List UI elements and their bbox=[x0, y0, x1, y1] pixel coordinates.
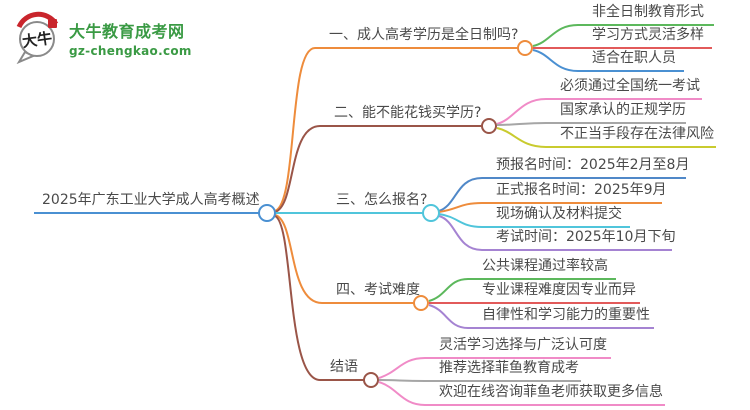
link-child-3-2 bbox=[438, 202, 483, 213]
logo-bubble-icon: 大牛 bbox=[12, 10, 64, 65]
link-branch-4 bbox=[274, 214, 323, 304]
link-child-3-4 bbox=[438, 215, 483, 251]
node-handle-branch-1[interactable] bbox=[517, 40, 533, 56]
logo-badge-text: 大牛 bbox=[21, 29, 53, 51]
site-logo[interactable]: 大牛 大牛教育成考网 gz-chengkao.com bbox=[12, 10, 192, 65]
link-child-2-3 bbox=[496, 127, 547, 148]
node-handle-branch-5[interactable] bbox=[363, 372, 379, 388]
link-child-3-3 bbox=[438, 213, 483, 228]
branch-node-5[interactable]: 结语 bbox=[320, 357, 364, 381]
branch-node-4[interactable]: 四、考试难度 bbox=[322, 280, 420, 304]
link-child-4-1 bbox=[428, 278, 469, 302]
child-node-2-3[interactable]: 不正当手段存在法律风险 bbox=[546, 124, 716, 148]
link-child-1-3 bbox=[532, 49, 579, 72]
logo-bubble-graphic: 大牛 bbox=[16, 11, 59, 65]
child-node-5-2[interactable]: 推荐选择菲鱼教育成考 bbox=[425, 358, 581, 382]
link-child-2-2 bbox=[496, 122, 547, 126]
link-child-3-1 bbox=[438, 177, 483, 212]
child-node-3-4[interactable]: 考试时间：2025年10月下旬 bbox=[482, 227, 675, 251]
branch-node-1[interactable]: 一、成人高考学历是全日制吗? bbox=[315, 25, 518, 49]
logo-domain: gz-chengkao.com bbox=[69, 44, 192, 58]
link-child-5-1 bbox=[378, 357, 426, 379]
branch-node-2[interactable]: 二、能不能花钱买学历? bbox=[320, 103, 482, 127]
link-child-5-3 bbox=[378, 381, 426, 406]
child-node-3-2[interactable]: 正式报名时间：2025年9月 bbox=[482, 180, 667, 204]
child-node-2-2[interactable]: 国家承认的正规学历 bbox=[546, 100, 686, 124]
link-branch-1 bbox=[274, 47, 316, 212]
logo-seal-icon bbox=[48, 19, 57, 28]
child-node-5-3[interactable]: 欢迎在线咨询菲鱼老师获取更多信息 bbox=[425, 382, 665, 406]
child-node-1-1[interactable]: 非全日制教育形式 bbox=[578, 2, 714, 26]
link-child-4-3 bbox=[428, 304, 469, 329]
logo-bubble-tail bbox=[16, 50, 36, 65]
node-handle-branch-2[interactable] bbox=[481, 118, 497, 134]
logo-bubble-circle bbox=[19, 21, 55, 57]
child-node-1-2[interactable]: 学习方式灵活多样 bbox=[578, 25, 712, 49]
link-branch-5 bbox=[274, 215, 321, 381]
branch-node-3[interactable]: 三、怎么报名? bbox=[330, 190, 427, 214]
child-node-4-3[interactable]: 自律性和学习能力的重要性 bbox=[468, 305, 654, 329]
logo-text-block: 大牛教育成考网 gz-chengkao.com bbox=[69, 10, 192, 58]
link-child-2-1 bbox=[496, 98, 547, 125]
link-branch-2 bbox=[274, 125, 321, 213]
node-handle-root[interactable] bbox=[258, 204, 276, 222]
child-node-3-3[interactable]: 现场确认及材料提交 bbox=[482, 204, 630, 228]
node-handle-branch-4[interactable] bbox=[413, 295, 429, 311]
link-child-5-2 bbox=[378, 379, 426, 382]
child-node-2-1[interactable]: 必须通过全国统一考试 bbox=[546, 76, 702, 100]
link-child-1-1 bbox=[532, 24, 579, 47]
child-node-1-3[interactable]: 适合在职人员 bbox=[578, 48, 684, 72]
child-node-3-1[interactable]: 预报名时间：2025年2月至8月 bbox=[482, 155, 689, 179]
child-node-5-1[interactable]: 灵活学习选择与广泛认可度 bbox=[425, 335, 611, 359]
child-node-4-1[interactable]: 公共课程通过率较高 bbox=[468, 256, 616, 280]
child-node-4-2[interactable]: 专业课程难度因专业而异 bbox=[468, 280, 640, 304]
root-node[interactable]: 2025年广东工业大学成人高考概述 bbox=[34, 190, 260, 214]
logo-title: 大牛教育成考网 bbox=[69, 22, 185, 41]
